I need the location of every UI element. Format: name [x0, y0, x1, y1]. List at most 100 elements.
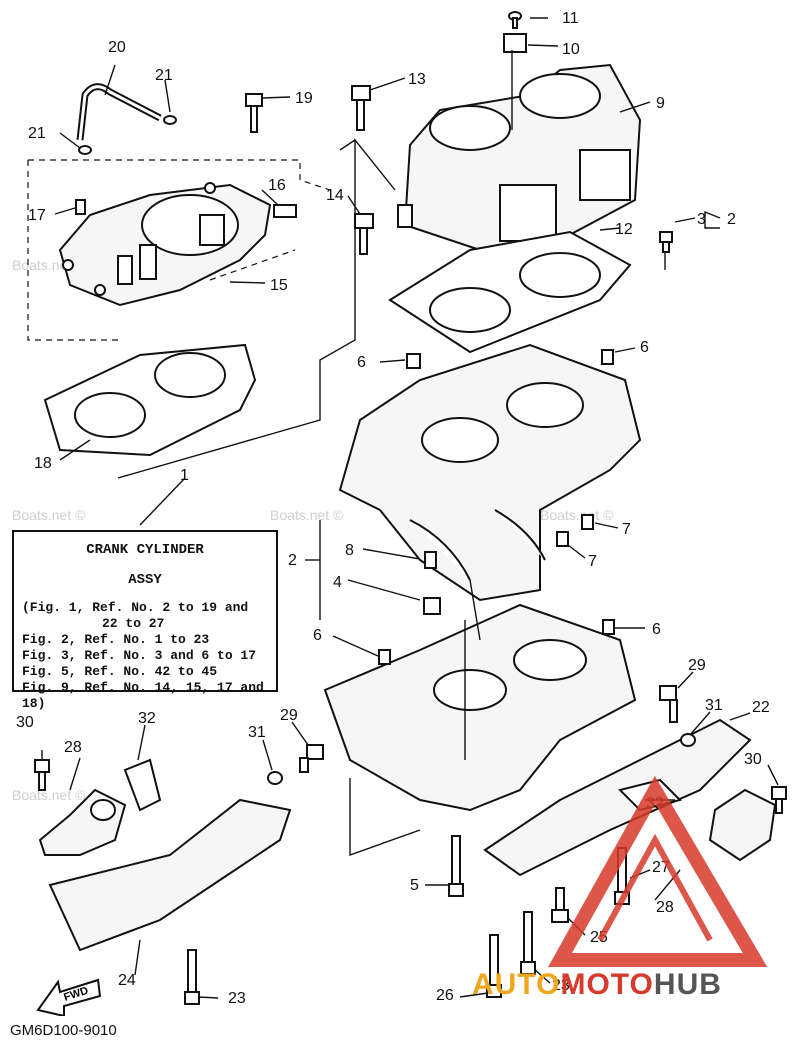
legend-line: 22 to 27	[102, 616, 165, 631]
callout-29: 29	[688, 657, 706, 674]
bolt-30	[771, 786, 787, 814]
watermark: Boats.net ©	[12, 787, 86, 803]
upper-crankcase	[338, 343, 642, 602]
engine-mount-24	[48, 798, 292, 952]
watermark: Boats.net ©	[12, 507, 86, 523]
fitting-16	[273, 204, 297, 218]
callout-2: 2	[288, 552, 297, 569]
callout-30: 30	[744, 751, 762, 768]
brand-part-auto: AUTO	[472, 968, 561, 1001]
callout-12: 12	[615, 221, 633, 238]
callout-labels: 11 10 9 13 19 20 21 21 17 16 14 15 12 3 …	[16, 10, 770, 1007]
legend-line: Fig. 2, Ref. No. 1 to 23	[22, 632, 210, 647]
callout-6: 6	[640, 339, 649, 356]
callout-6: 6	[313, 627, 322, 644]
callout-22: 22	[752, 699, 770, 716]
diagram-code: GM6D100-9010	[10, 1022, 117, 1039]
callout-30: 30	[16, 714, 34, 731]
legend-list: (Fig. 1, Ref. No. 2 to 19 and 22 to 27 F…	[22, 600, 276, 712]
callout-15: 15	[270, 277, 288, 294]
callout-20: 20	[108, 39, 126, 56]
brand-part-moto: MOTO	[560, 968, 654, 1001]
engine-mount-22	[483, 718, 752, 877]
washer-31	[267, 771, 283, 785]
bolt-3	[659, 231, 673, 253]
callout-14: 14	[326, 187, 344, 204]
callout-29: 29	[280, 707, 298, 724]
bushing-4	[423, 597, 441, 615]
dowel-pin-6	[602, 619, 615, 635]
rubber-mount-28	[708, 788, 777, 862]
assembly-legend: CRANK CYLINDER ASSY (Fig. 1, Ref. No. 2 …	[12, 530, 278, 711]
callout-26: 26	[436, 987, 454, 1004]
callout-31: 31	[248, 724, 266, 741]
legend-title: CRANK CYLINDER	[86, 542, 204, 558]
cylinder-block-9	[397, 63, 642, 252]
dowel-pin-6	[378, 649, 391, 665]
callout-5: 5	[410, 877, 419, 894]
lower-crankcase	[323, 603, 637, 812]
callout-23: 23	[552, 977, 570, 994]
bolt-30	[34, 759, 50, 791]
dowel-pin-6	[601, 349, 614, 365]
bolt-23	[184, 949, 200, 1005]
bracket-10	[503, 33, 527, 53]
washer-31	[680, 733, 696, 747]
cylinder-gasket-12	[388, 230, 632, 354]
rubber-mount-28	[38, 788, 127, 856]
legend-subtitle: ASSY	[128, 572, 162, 588]
dowel-pin-7	[556, 531, 569, 547]
bolt-5	[448, 835, 464, 897]
callout-6: 6	[652, 621, 661, 638]
guide-lines	[117, 50, 666, 856]
dowel-pin-7	[581, 514, 594, 530]
bolt-19	[245, 93, 263, 133]
callout-19: 19	[295, 90, 313, 107]
legend-line: Fig. 5, Ref. No. 42 to 45	[22, 664, 218, 679]
callout-10: 10	[562, 41, 580, 58]
bolt-25	[551, 887, 569, 923]
legend-line: Fig. 3, Ref. No. 3 and 6 to 17	[22, 648, 257, 663]
head-gasket-18	[43, 343, 257, 457]
callout-23: 23	[228, 990, 246, 1007]
callout-32: 32	[138, 710, 156, 727]
callout-7: 7	[622, 521, 631, 538]
screw-11	[508, 11, 522, 29]
callout-3: 3	[697, 211, 706, 228]
hose-part	[76, 83, 177, 155]
brand-wordmark: AUTOMOTOHUB	[472, 968, 722, 1002]
callout-21: 21	[155, 67, 173, 84]
brand-logo-triangle	[548, 775, 768, 967]
callout-16: 16	[268, 177, 286, 194]
dowel-pin-6	[406, 353, 421, 369]
callout-11: 11	[562, 10, 579, 27]
callout-28: 28	[64, 739, 82, 756]
watermark: Boats.net ©	[270, 507, 344, 523]
callout-7: 7	[588, 553, 597, 570]
shim-32	[123, 758, 162, 812]
fwd-arrow-icon: FWD	[34, 976, 104, 1021]
callout-9: 9	[656, 95, 665, 112]
callout-17: 17	[28, 207, 46, 224]
watermark: Boats.net ©	[540, 507, 614, 523]
callout-1: 1	[180, 467, 189, 484]
bolt-26	[486, 934, 502, 998]
callout-24: 24	[118, 972, 136, 989]
callout-2: 2	[727, 211, 736, 228]
callout-8: 8	[345, 542, 354, 559]
callout-6: 6	[357, 354, 366, 371]
callout-13: 13	[408, 71, 426, 88]
head-cover-part	[58, 182, 272, 307]
brand-part-hub: HUB	[653, 968, 722, 1001]
bolt-29	[659, 685, 678, 723]
callout-21: 21	[28, 125, 46, 142]
bolt-23	[520, 911, 536, 975]
callout-18: 18	[34, 455, 52, 472]
bolt-14	[354, 213, 374, 255]
bolt-29	[299, 744, 324, 773]
callout-4: 4	[333, 574, 342, 591]
dowel-pin-17	[75, 199, 86, 215]
legend-line: Fig. 9, Ref. No. 14, 15, 17 and 18)	[22, 680, 264, 711]
callout-31: 31	[705, 697, 723, 714]
